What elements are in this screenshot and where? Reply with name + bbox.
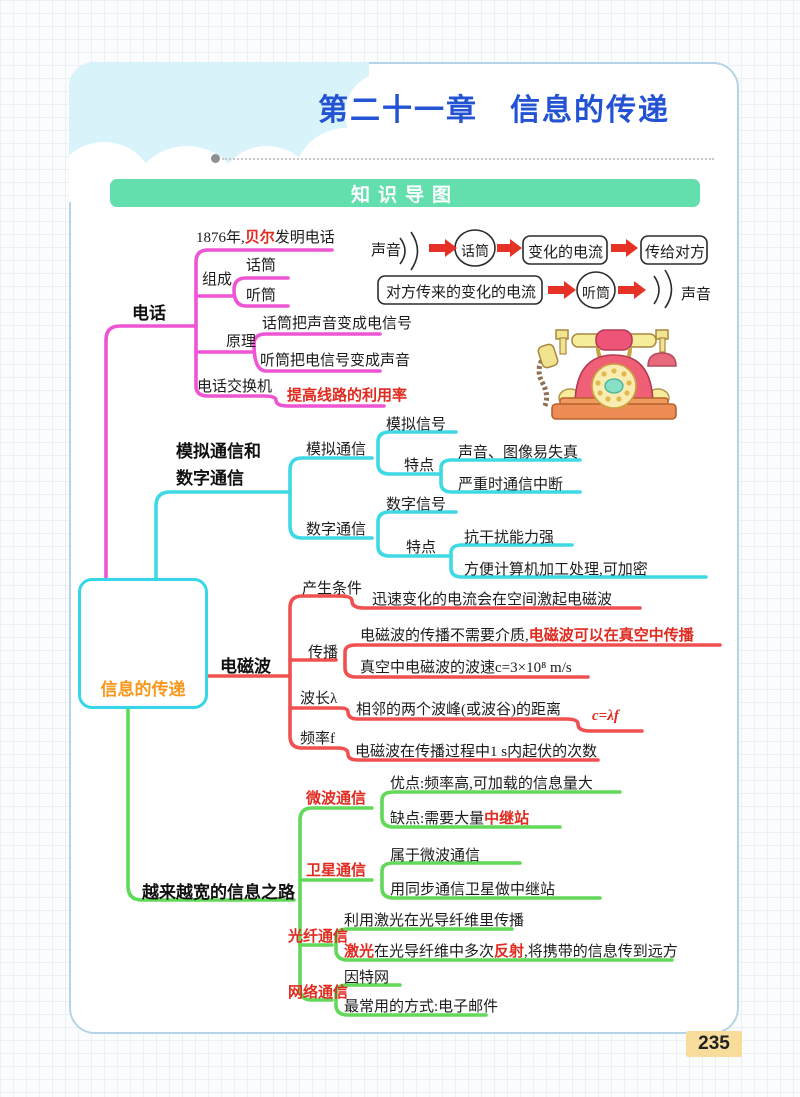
node-mic-function: 话筒把声音变成电信号	[262, 316, 413, 332]
node-em-condition: 产生条件	[302, 581, 363, 597]
page-title: 第二十一章 信息的传递	[318, 94, 670, 127]
node-digital-signal: 数字信号	[386, 497, 447, 513]
text-part-red: 贝尔	[244, 230, 275, 246]
central-node-label: 信息的传递	[100, 680, 186, 699]
flow-send: 传给对方	[645, 245, 706, 261]
node-em-prop1: 电磁波的传播不需要介质,电磁波可以在真空中传播	[360, 624, 694, 645]
dial-holes	[595, 368, 632, 402]
text-part-red: 中继站	[484, 811, 530, 827]
section-banner: 知识导图	[110, 179, 700, 207]
node-compose: 组成	[202, 272, 233, 288]
text-part: ,将携带的信息传到远方	[524, 944, 678, 960]
node-mic: 话筒	[246, 258, 277, 274]
node-switchboard-note: 提高线路的利用率	[287, 388, 408, 404]
flow-current: 变化的电流	[528, 245, 604, 261]
node-microwave: 微波通信	[306, 791, 367, 807]
node-em-wavelength: 波长λ	[300, 691, 338, 707]
road-branch-lines	[126, 708, 674, 1017]
node-receiver-function: 听筒把电信号变成声音	[260, 353, 411, 369]
flow-incoming: 对方传来的变化的电流	[386, 285, 537, 301]
node-fiber-f2: 激光在光导纤维中多次反射,将携带的信息传到远方	[344, 940, 678, 961]
node-bell-invention: 1876年,贝尔发明电话	[196, 226, 335, 247]
text-part: 电磁波的传播不需要介质,	[360, 628, 529, 644]
node-em-frequency-text: 电磁波在传播过程中1 s内起伏的次数	[355, 744, 598, 760]
current-box	[522, 235, 608, 265]
text-part: 在光导纤维中多次	[374, 944, 495, 960]
node-digital-f2: 方便计算机加工处理,可加密	[464, 562, 648, 578]
node-satellite: 卫星通信	[306, 863, 367, 879]
telephone-illustration	[536, 329, 677, 420]
flow-sound-1: 声音	[371, 243, 402, 259]
dotted-separator	[222, 158, 714, 160]
flow-sound-2: 声音	[681, 287, 712, 303]
separator-dot	[211, 154, 220, 163]
branch-label-comm-2: 数字通信	[176, 469, 244, 488]
node-satellite-f2: 用同步通信卫星做中继站	[390, 882, 556, 898]
comm-branch-lines	[154, 430, 708, 582]
central-node: 信息的传递	[78, 578, 208, 709]
text-part-red: 激光	[344, 944, 375, 960]
node-em-frequency: 频率f	[300, 731, 335, 747]
sound-wave-icon	[653, 275, 660, 305]
sound-wave-icon	[399, 237, 406, 265]
node-microwave-f2: 缺点:需要大量中继站	[390, 807, 529, 828]
sound-wave-icon	[410, 231, 419, 271]
node-receiver: 听筒	[246, 288, 277, 304]
node-em-prop2: 真空中电磁波的波速c=3×10⁸ m/s	[360, 660, 572, 676]
sound-wave-icon	[664, 269, 673, 309]
send-box	[640, 235, 708, 265]
node-network-f1: 因特网	[344, 970, 390, 986]
node-em-condition-text: 迅速变化的电流会在空间激起电磁波	[372, 592, 613, 608]
node-digital: 数字通信	[306, 522, 367, 538]
node-analog: 模拟通信	[306, 442, 367, 458]
incoming-box	[377, 275, 543, 305]
node-switchboard: 电话交换机	[197, 379, 273, 395]
receiver-circle	[576, 271, 616, 309]
flowchart-shapes	[377, 229, 708, 309]
node-fiber: 光纤通信	[288, 929, 349, 945]
node-em-formula: c=λf	[592, 708, 619, 724]
flow-receiver: 听筒	[582, 287, 610, 302]
text-part: 发明电话	[274, 230, 335, 246]
branch-label-em: 电磁波	[220, 657, 271, 676]
node-digital-f1: 抗干扰能力强	[464, 530, 555, 546]
flow-mic: 话筒	[461, 245, 489, 260]
node-analog-signal: 模拟信号	[386, 417, 447, 433]
branch-label-road: 越来越宽的信息之路	[142, 883, 295, 902]
text-part: 缺点:需要大量	[390, 811, 485, 827]
branch-label-comm-1: 模拟通信和	[176, 442, 261, 461]
text-part-red: 电磁波可以在真空中传播	[528, 628, 694, 644]
node-network-f2: 最常用的方式:电子邮件	[344, 999, 499, 1015]
node-feature-2: 特点	[406, 540, 437, 556]
node-microwave-f1: 优点:频率高,可加载的信息量大	[390, 776, 593, 792]
page-number-badge: 235	[686, 1031, 742, 1057]
node-em-wavelength-text: 相邻的两个波峰(或波谷)的距离	[356, 702, 561, 718]
branch-label-telephone: 电话	[132, 304, 166, 323]
telephone-branch-lines	[104, 248, 386, 582]
node-em-propagation: 传播	[308, 645, 339, 661]
node-analog-f1: 声音、图像易失真	[458, 445, 579, 461]
text-part-red: 反射	[494, 944, 525, 960]
node-principle: 原理	[226, 334, 257, 350]
node-feature-1: 特点	[404, 458, 435, 474]
red-arrow-icons	[429, 239, 646, 299]
node-network: 网络通信	[288, 985, 349, 1001]
text-part: 1876年,	[196, 230, 245, 246]
node-analog-f2: 严重时通信中断	[458, 477, 564, 493]
em-branch-lines	[206, 594, 722, 762]
node-fiber-f1: 利用激光在光导纤维里传播	[344, 913, 525, 929]
node-satellite-f1: 属于微波通信	[390, 848, 481, 864]
